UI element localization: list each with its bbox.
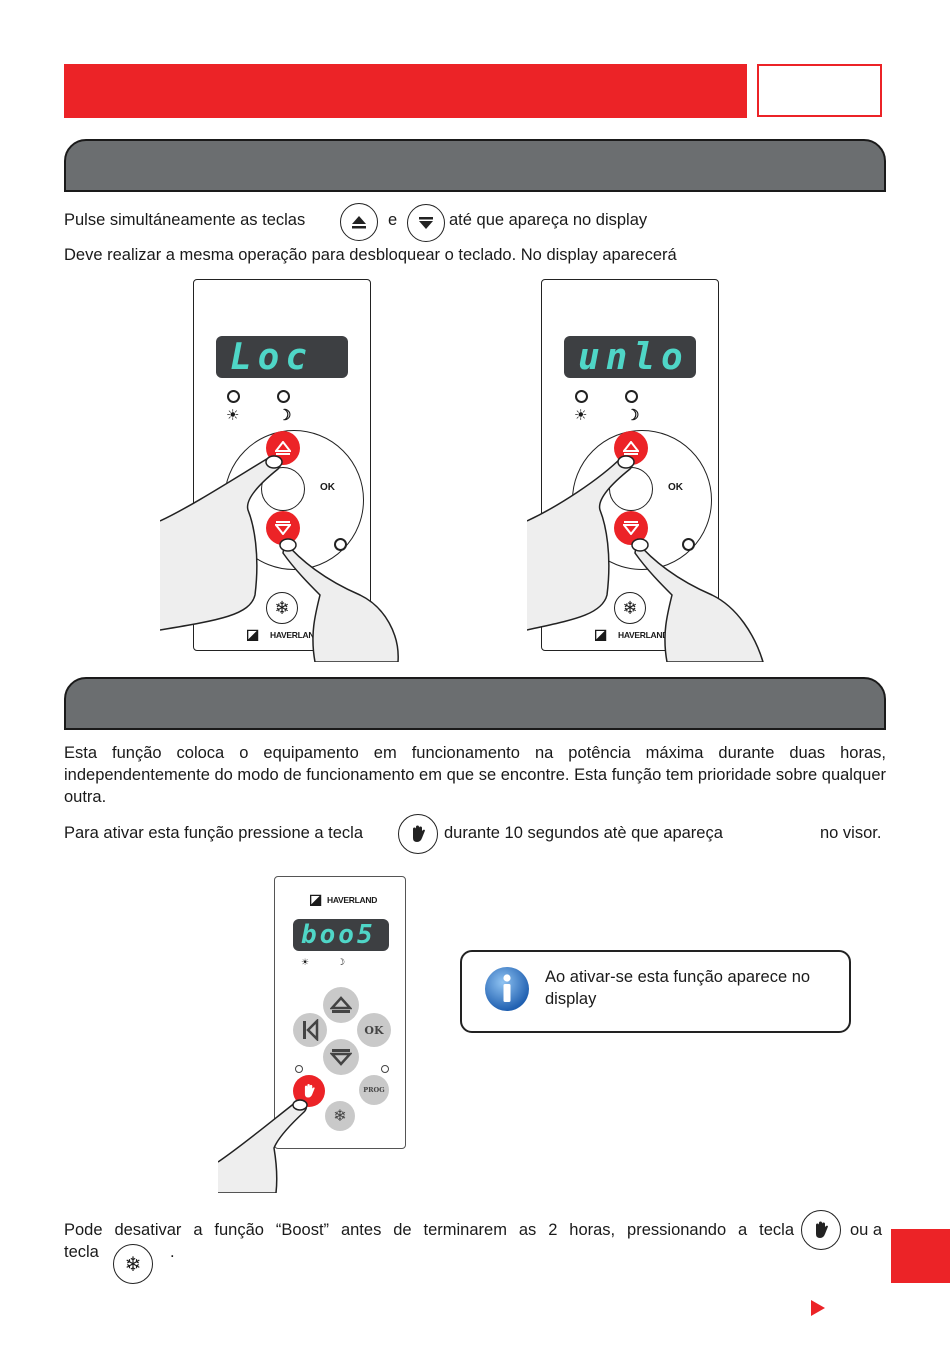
down-button[interactable] (266, 511, 300, 545)
control-panel-boost: ◪ HAVERLAND boo5 ☀ ☽ OK PROG ❄ (274, 876, 406, 1149)
brand-label: HAVERLAND (618, 630, 669, 640)
snowflake-button[interactable]: ❄ (266, 592, 298, 624)
haverland-logo-icon: ◪ (246, 626, 260, 642)
led-eco (625, 390, 638, 403)
lock-instruction-tail: até que apareça no display (449, 211, 648, 229)
sun-icon: ☀ (301, 957, 310, 967)
haverland-logo-icon: ◪ (594, 626, 608, 642)
lock-instruction-and: e (388, 211, 398, 229)
side-tab (891, 1229, 950, 1283)
boost-activate-text: Para ativar esta função pressione a tecl… (64, 824, 364, 842)
snowflake-button[interactable]: ❄ (325, 1101, 355, 1131)
ok-label[interactable]: OK (320, 482, 335, 493)
snowflake-key-icon: ❄ (113, 1244, 153, 1284)
lcd-text-lock: Loc (230, 336, 314, 378)
brand-label: HAVERLAND (327, 895, 378, 905)
up-button[interactable] (323, 987, 359, 1023)
snowflake-button[interactable]: ❄ (614, 592, 646, 624)
moon-icon: ☽ (278, 407, 292, 424)
moon-icon: ☽ (626, 407, 640, 424)
lcd-text-boost: boo5 (301, 920, 376, 950)
prog-button[interactable]: PROG (359, 1075, 389, 1105)
unlock-instruction-text: Deve realizar a mesma operação para desb… (64, 246, 677, 264)
section-lock-header (64, 139, 886, 192)
lcd-display-unlock: unlo (564, 336, 696, 378)
boost-deactivate-key-label: tecla (64, 1243, 99, 1261)
section-boost-header (64, 677, 886, 730)
brand-label: HAVERLAND (270, 630, 321, 640)
moon-icon: ☽ (337, 957, 346, 967)
led-prog (682, 538, 695, 551)
lcd-display-boost: boo5 (293, 919, 389, 951)
hand-key-icon (398, 814, 438, 854)
boost-deactivate-or: ou a (850, 1221, 883, 1239)
down-button[interactable] (323, 1039, 359, 1075)
up-key-icon (340, 203, 378, 241)
hand-illustration-lock (160, 455, 399, 662)
ok-label[interactable]: OK (668, 482, 683, 493)
led-boost (295, 1065, 303, 1073)
info-callout-text: Ao ativar-se esta função aparece no disp… (545, 968, 811, 1008)
header-page-box (757, 64, 882, 117)
haverland-logo-icon: ◪ (309, 891, 323, 907)
hand-illustration-unlock (527, 455, 764, 662)
lcd-text-unlock: unlo (578, 336, 689, 378)
boost-activate-middle: durante 10 segundos atè que apareça (444, 824, 723, 842)
info-icon (485, 967, 529, 1011)
boost-description: Esta função coloca o equipamento em func… (64, 744, 886, 806)
center-button[interactable] (261, 467, 305, 511)
led-prog (334, 538, 347, 551)
led-eco (277, 390, 290, 403)
boost-deactivate-end: . (170, 1243, 175, 1261)
lock-instruction-text: Pulse simultáneamente as teclas (64, 211, 306, 229)
ok-button[interactable]: OK (357, 1013, 391, 1047)
down-key-icon (407, 204, 445, 242)
sun-icon: ☀ (226, 407, 240, 424)
hand-key-icon (801, 1210, 841, 1250)
header-red-bar (64, 64, 747, 118)
sun-icon: ☀ (574, 407, 588, 424)
back-button[interactable] (293, 1013, 327, 1047)
boost-deactivate-text: Pode desativar a função “Boost” antes de… (64, 1221, 794, 1239)
lcd-display-lock: Loc (216, 336, 348, 378)
boost-activate-tail: no visor. (820, 824, 882, 842)
led-comfort (227, 390, 240, 403)
next-page-arrow-icon[interactable] (810, 1299, 826, 1317)
led-comfort (575, 390, 588, 403)
led-prog (381, 1065, 389, 1073)
hand-illustration-boost (218, 1099, 308, 1193)
